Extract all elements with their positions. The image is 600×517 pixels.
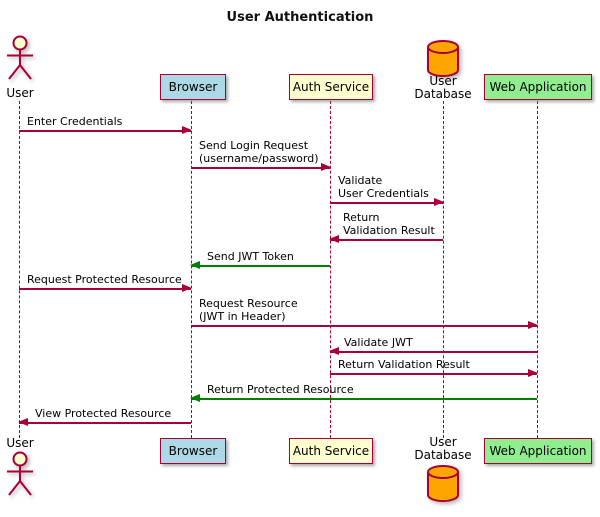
arrowhead-right-icon (528, 369, 538, 377)
arrowhead-right-icon (182, 284, 192, 292)
diagram-title: User Authentication (226, 10, 374, 25)
participant-box-web-application: Web Application (484, 74, 592, 100)
lifeline-web-application (537, 101, 538, 438)
participant-label-user: User (6, 86, 34, 100)
message-line (19, 288, 191, 290)
database-icon (427, 40, 459, 77)
user-actor-icon (7, 35, 33, 80)
message-label: Send JWT Token (207, 250, 294, 263)
lifeline-user-database (443, 101, 444, 438)
message-line (330, 239, 443, 241)
message-line (191, 167, 330, 169)
participant-box-web-application-bottom: Web Application (484, 438, 592, 464)
participant-label-user-bottom: User (6, 436, 34, 450)
participant-label-user-database: User Database (414, 74, 472, 101)
message-line (19, 422, 191, 424)
arrowhead-right-icon (182, 126, 192, 134)
participant-label-browser: Browser (168, 80, 218, 94)
message-label: Request Protected Resource (27, 273, 182, 286)
message-line (330, 202, 443, 204)
participant-label-auth-service: Auth Service (292, 80, 370, 94)
participant-box-browser: Browser (160, 74, 226, 100)
message-line (191, 325, 537, 327)
arrowhead-left-icon (18, 418, 28, 426)
lifeline-auth-service (330, 101, 331, 438)
message-label: Return Validation Result (338, 358, 470, 371)
arrowhead-right-icon (434, 198, 444, 206)
participant-label-web-application-bottom: Web Application (489, 444, 587, 458)
message-line (191, 265, 330, 267)
participant-box-auth-service: Auth Service (289, 74, 373, 100)
message-label: Enter Credentials (27, 115, 123, 128)
message-label: Request Resource (JWT in Header) (199, 297, 298, 323)
participant-box-browser-bottom: Browser (160, 438, 226, 464)
message-label: Validate User Credentials (338, 174, 429, 200)
lifeline-user (19, 101, 20, 438)
message-label: Return Protected Resource (207, 383, 354, 396)
participant-box-auth-service-bottom: Auth Service (289, 438, 373, 464)
message-label: Validate JWT (344, 336, 413, 349)
participant-label-browser-bottom: Browser (168, 444, 218, 458)
user-actor-icon-bottom (7, 451, 33, 496)
arrowhead-left-icon (329, 235, 339, 243)
message-label: Send Login Request (username/password) (199, 139, 319, 165)
arrowhead-right-icon (528, 321, 538, 329)
participant-label-auth-service-bottom: Auth Service (292, 444, 370, 458)
message-line (191, 398, 537, 400)
arrowhead-left-icon (190, 261, 200, 269)
participant-label-web-application: Web Application (489, 80, 587, 94)
message-label: Return Validation Result (343, 211, 435, 237)
arrowhead-left-icon (190, 394, 200, 402)
arrowhead-left-icon (329, 347, 339, 355)
message-line (330, 373, 537, 375)
message-line (19, 130, 191, 132)
participant-label-user-database-bottom: User Database (414, 435, 472, 462)
database-icon-bottom (427, 465, 459, 502)
message-line (330, 351, 537, 353)
message-label: View Protected Resource (35, 407, 172, 420)
arrowhead-right-icon (321, 163, 331, 171)
lifeline-browser (191, 101, 192, 438)
